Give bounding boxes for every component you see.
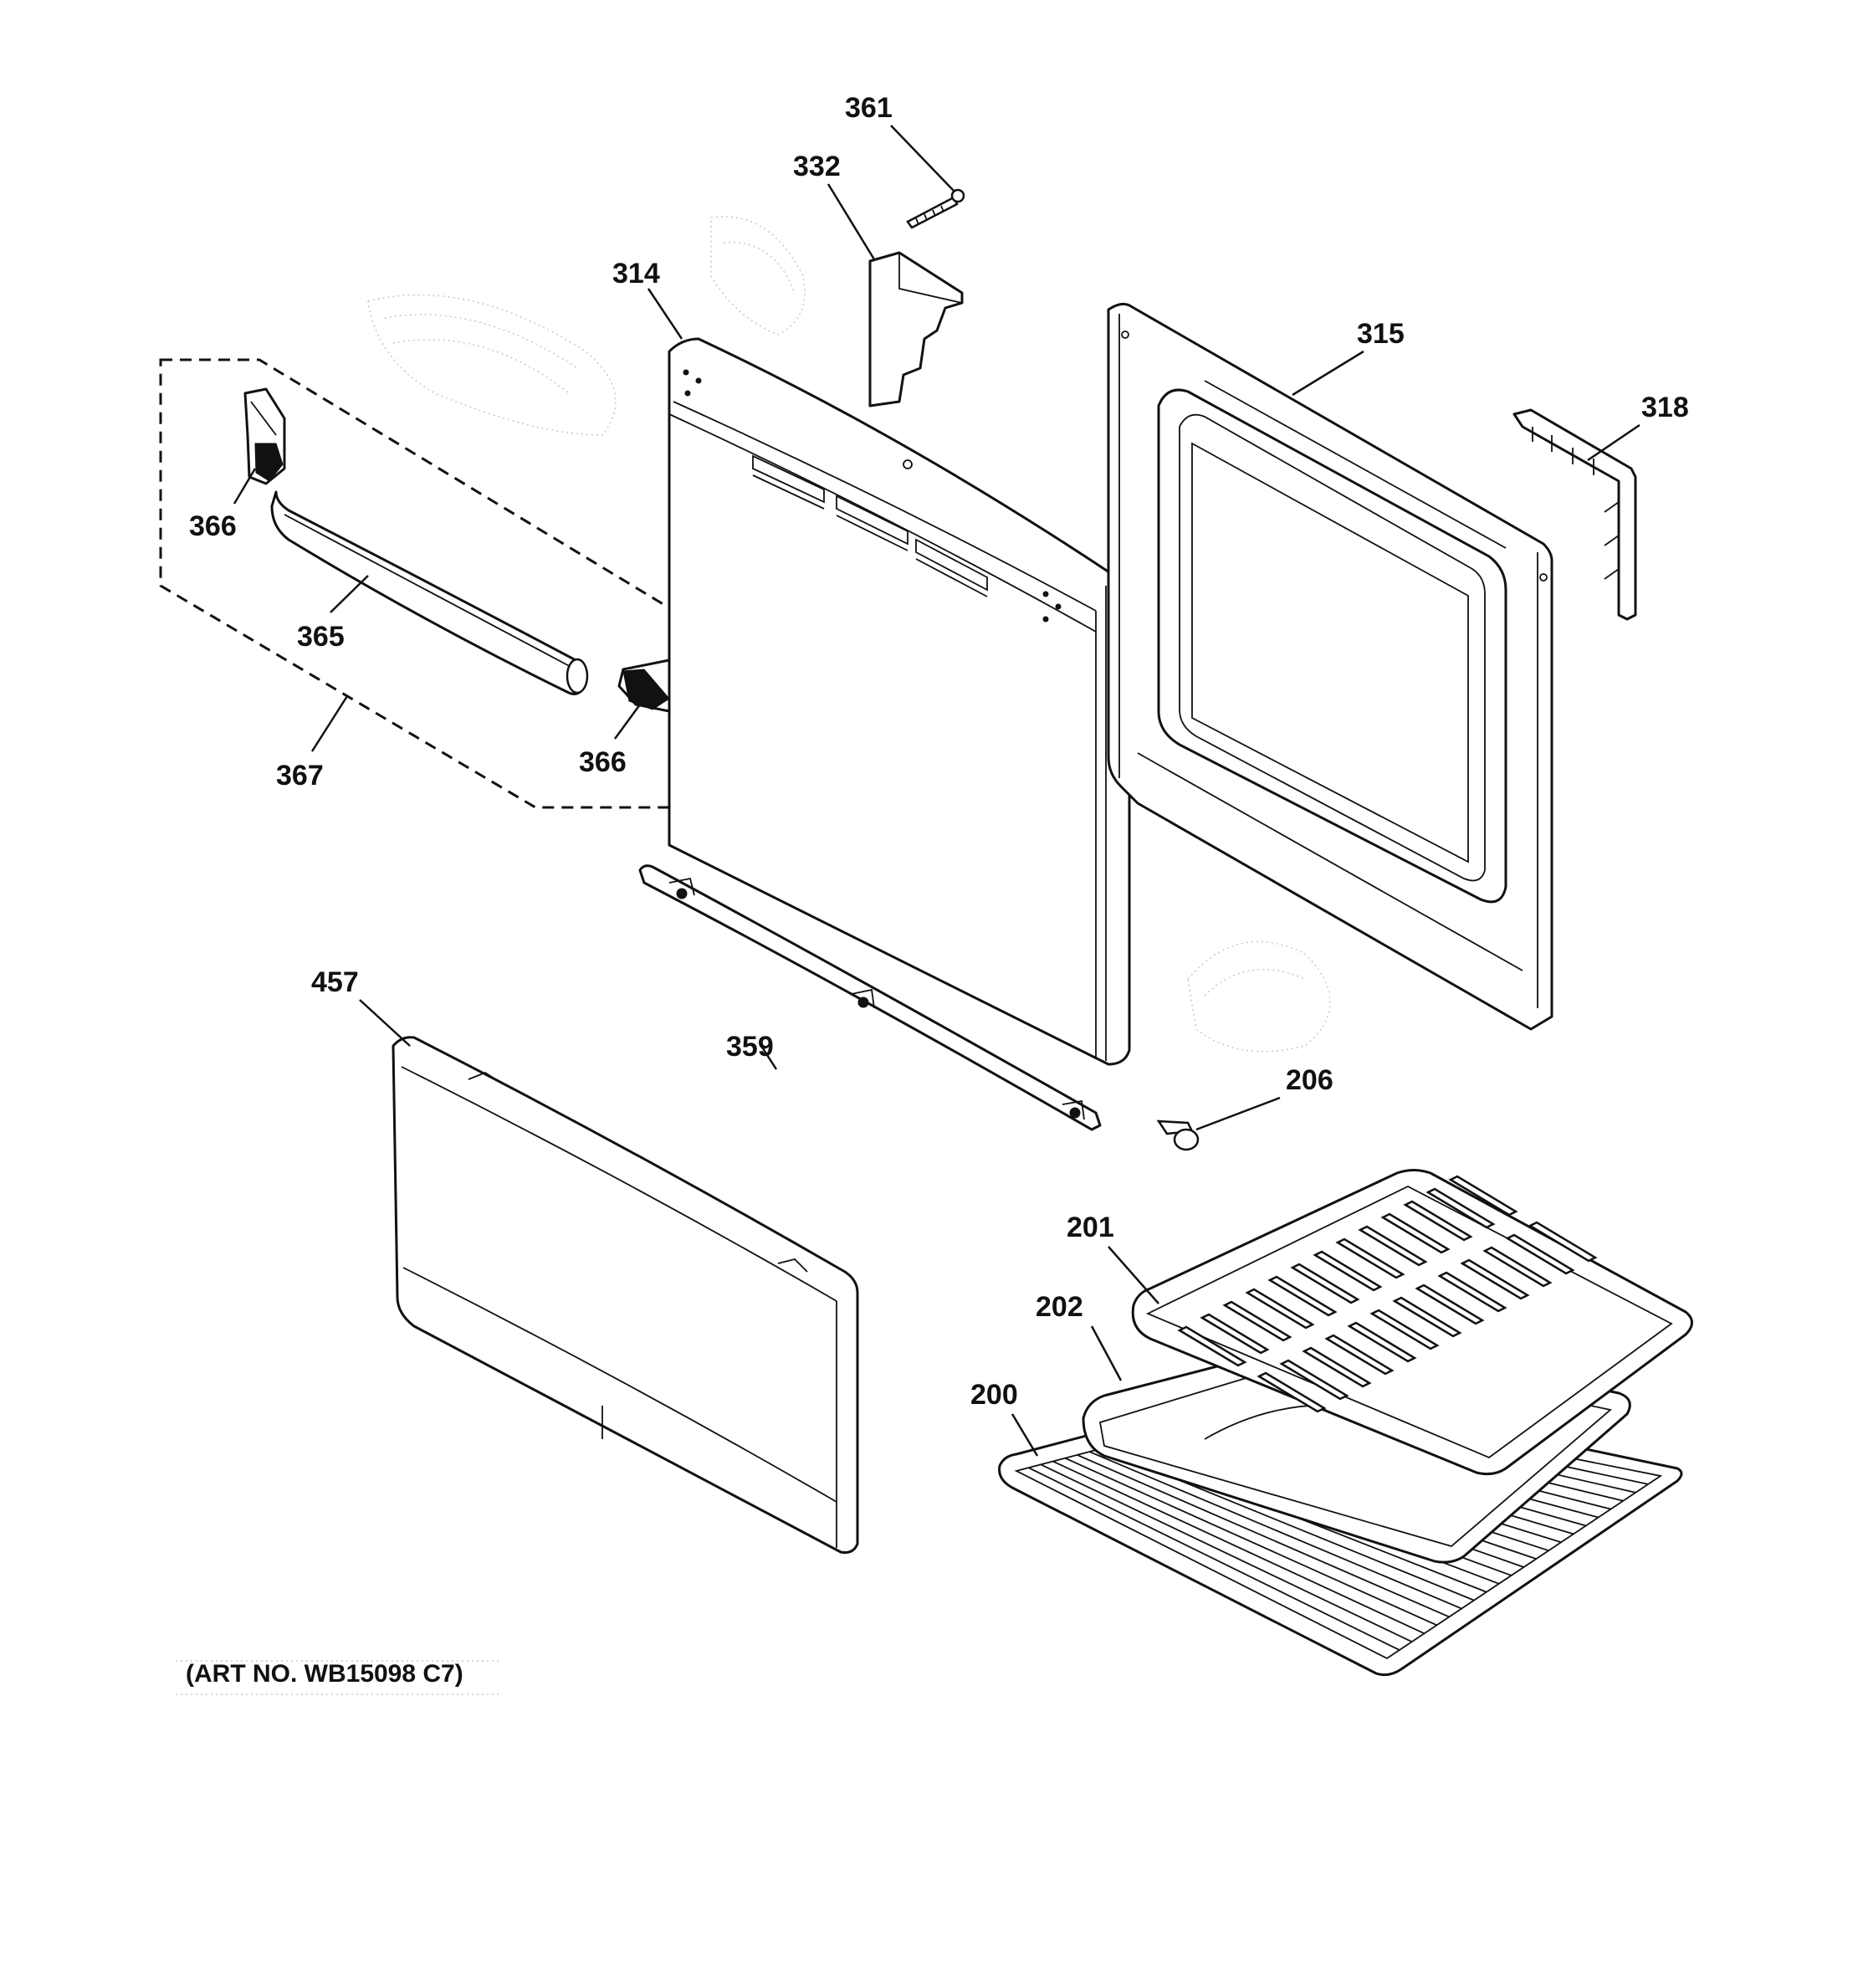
broiler-grid-slot	[1313, 1250, 1383, 1292]
broiler-grid-slot	[1245, 1288, 1315, 1330]
broiler-grid-slot	[1415, 1283, 1485, 1325]
inner-door-panel	[1107, 302, 1553, 1031]
callout-457: 457	[311, 966, 359, 998]
broiler-grid-slot	[1425, 1187, 1496, 1229]
door-strip-359	[638, 864, 1102, 1131]
broiler-grid-slot	[1460, 1258, 1530, 1300]
handle-end-cap-upper	[243, 387, 286, 485]
callout-361: 361	[845, 92, 893, 124]
broiler-grid-slot	[1347, 1321, 1417, 1363]
ghost-shading	[367, 216, 1331, 1053]
vent-strip-318	[1512, 408, 1637, 621]
callout-367: 367	[276, 760, 324, 792]
trim-bracket-332	[868, 251, 964, 407]
broiler-grid-slot	[1290, 1263, 1360, 1304]
art-number: (ART NO. WB15098 C7)	[186, 1660, 463, 1688]
callout-366-upper: 366	[189, 510, 237, 542]
broiler-grid-slot	[1403, 1200, 1473, 1242]
broiler-grid-slot	[1335, 1237, 1405, 1279]
rack-bar	[1064, 1457, 1437, 1627]
broiler-grid-slot	[1448, 1175, 1518, 1217]
callout-labels: 361 332 314 315 318 366 365 367 366 457 …	[189, 92, 1689, 1411]
broiler-grid-slot	[1200, 1313, 1270, 1355]
callout-206: 206	[1286, 1064, 1333, 1096]
broiler-grid-slot	[1528, 1221, 1598, 1263]
broiler-grid-slot	[1279, 1359, 1349, 1401]
callout-200: 200	[970, 1379, 1018, 1411]
broiler-grid-slot	[1482, 1246, 1553, 1288]
broiler-grid-slot	[1177, 1325, 1247, 1367]
broiler-grid-slot	[1257, 1371, 1327, 1413]
rack-bar	[1077, 1454, 1450, 1618]
callout-201: 201	[1067, 1212, 1114, 1243]
broiler-grid-201	[1131, 1169, 1693, 1476]
broiler-grid-slot	[1358, 1225, 1428, 1267]
rack-bar	[1040, 1463, 1413, 1642]
rack-bar	[1052, 1460, 1425, 1635]
callout-366-lower: 366	[579, 746, 627, 778]
callout-365: 365	[297, 621, 345, 653]
callout-202: 202	[1036, 1291, 1083, 1323]
broiler-grid-slot	[1324, 1334, 1395, 1376]
callout-359: 359	[726, 1031, 774, 1063]
broiler-grid-slot	[1505, 1233, 1575, 1275]
broiler-grid-slot	[1267, 1275, 1338, 1317]
broiler-grid-slot	[1380, 1212, 1451, 1254]
leader-lines	[233, 125, 1640, 1457]
callout-318: 318	[1641, 392, 1689, 423]
callout-315: 315	[1357, 318, 1405, 350]
callout-314: 314	[612, 258, 660, 289]
rack-bar	[1028, 1467, 1400, 1651]
broiler-grid-slot	[1369, 1309, 1440, 1350]
broiler-grid-slot	[1222, 1300, 1292, 1342]
drawer-front-457	[392, 1036, 859, 1554]
outer-door-panel	[668, 337, 1131, 1066]
screw-361	[906, 188, 965, 229]
broiler-grid-slot	[1392, 1296, 1462, 1338]
handle-bar	[270, 490, 589, 695]
callout-332: 332	[793, 151, 841, 182]
broiler-grid-slot	[1302, 1346, 1372, 1388]
rack-bar	[1088, 1451, 1462, 1610]
screw-206	[1156, 1120, 1200, 1151]
broiler-grid-slot	[1437, 1271, 1507, 1313]
